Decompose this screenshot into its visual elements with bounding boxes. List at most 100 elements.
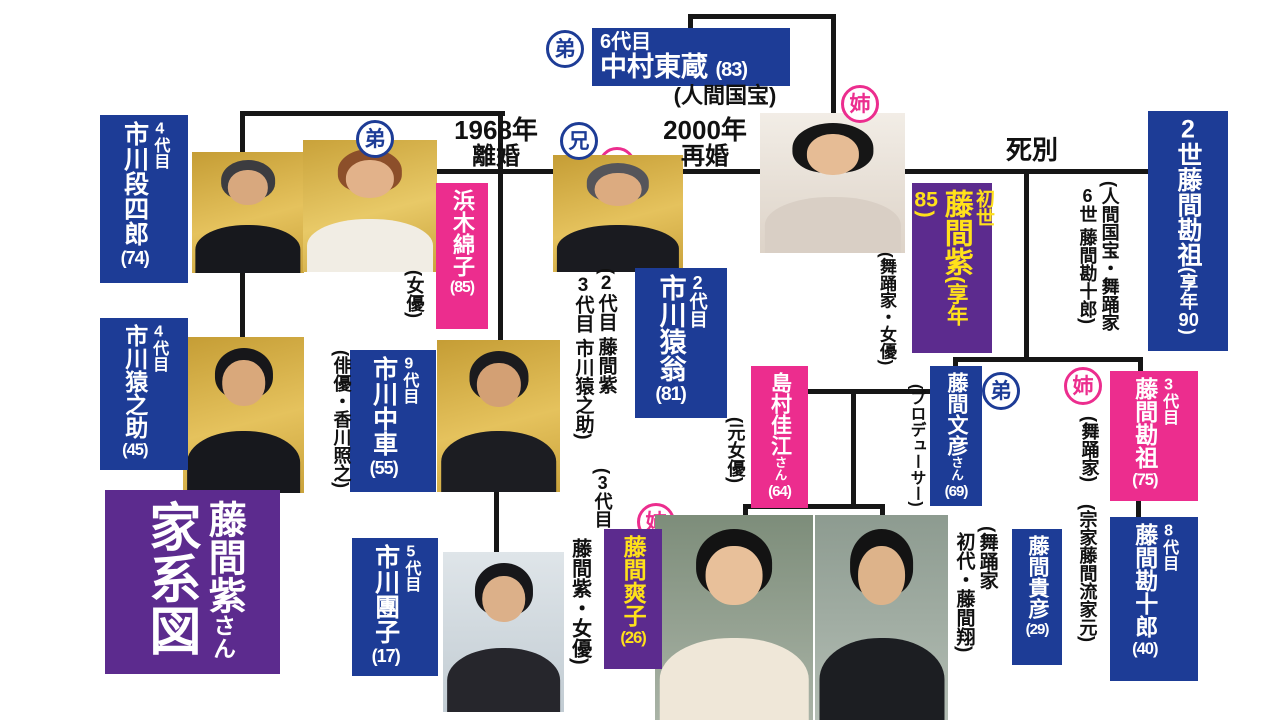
line-chusha-danko: [494, 489, 499, 553]
label-ichikawa-eno: 2代目 市川猿翁(81): [635, 268, 727, 418]
photo-ichikawa-danko: [443, 552, 564, 712]
label-fujima-takahiko: 藤間貴彦(29): [1012, 529, 1062, 665]
name-suffix: さん: [772, 456, 787, 482]
name-column: 市川中車(55): [369, 356, 399, 478]
age: (26): [620, 628, 646, 647]
name-column: 藤間文彦さん(69): [944, 372, 969, 501]
name-column: 藤間紫(享年85): [914, 189, 973, 327]
banner-subject-name: 藤間紫さん: [202, 500, 245, 660]
line-fumihiko-drop: [953, 357, 958, 369]
note-takahiko: (舞踊家 初代・藤間翔): [953, 526, 998, 653]
age: (享年90): [1178, 267, 1199, 335]
divorce-text: 1968年 離婚: [454, 115, 538, 171]
line-kanso3-kanjuro8: [1136, 497, 1141, 520]
era: 9代目: [400, 356, 418, 404]
note-hamaki: (女優): [404, 270, 425, 318]
line-tozo-drop: [688, 14, 693, 30]
name-column: 市川團子(17): [371, 544, 401, 666]
line-murasaki-children-drop: [1024, 169, 1029, 361]
note-kanso3-dancer: (舞踊家): [1079, 416, 1100, 482]
era: 4代目: [151, 121, 169, 169]
label-ichikawa-danshiro: 4代目 市川段四郎(74): [100, 115, 188, 283]
name: 中村東蔵 (83): [600, 52, 749, 82]
era: 8代目: [1160, 523, 1178, 571]
name-column: 藤間勘祖(75): [1131, 377, 1159, 489]
note-shimamura: (元女優): [725, 417, 746, 483]
label-ichikawa-ennosuke: 4代目 市川猿之助(45): [100, 318, 188, 470]
note-kanso3-head-family: (宗家藤間流家元): [1077, 504, 1098, 642]
badge-younger-brother-tozo: 弟: [546, 30, 584, 68]
photo-ichikawa-eno: [553, 155, 683, 272]
note-sawako-successor: (3代目 藤間紫・女優): [568, 468, 613, 665]
badge-older-brother-eno: 兄: [560, 122, 598, 160]
age: (40): [1132, 639, 1158, 658]
age: (83): [715, 59, 749, 81]
name-column: 2世藤間勘祖(享年90): [1174, 117, 1202, 335]
badge-older-sister-murasaki: 姉: [841, 85, 879, 123]
line-murasaki-drop: [831, 14, 836, 114]
label-ichikawa-danko: 5代目 市川團子(17): [352, 538, 438, 676]
photo-ichikawa-ennosuke: [183, 337, 304, 493]
age: (85): [449, 279, 475, 296]
era: 6代目: [600, 31, 652, 53]
label-shimamura-yoshie: 島村佳江さん(64): [751, 366, 808, 508]
photo-ichikawa-chusha: [437, 340, 560, 492]
label-fujima-kanso-2: 2世藤間勘祖(享年90): [1148, 111, 1228, 351]
label-nakamura-tozo: 6代目 中村東蔵 (83): [592, 28, 790, 86]
label-fujima-sawako: 藤間爽子(26): [604, 529, 662, 669]
label-fujima-murasaki: 初世 藤間紫(享年85): [912, 183, 995, 353]
age: (29): [1025, 621, 1050, 638]
line-danshiro-eno-sibling: [240, 111, 505, 116]
name-column: 市川猿之助(45): [121, 324, 149, 459]
line-fumihiko-kanso3-sibling: [953, 357, 1143, 362]
age: (69): [944, 483, 969, 501]
note-fumihiko: (プロデューサー): [907, 384, 925, 507]
era: 2代目: [687, 274, 708, 328]
line-sawako-takahiko-parent-drop: [851, 389, 856, 507]
banner-suffix: さん: [210, 614, 237, 660]
name-column: 浜木綿子(85): [449, 189, 475, 296]
name-column: 藤間爽子(26): [620, 535, 647, 647]
banner-title: 家系図: [140, 500, 199, 656]
line-danshiro-drop: [240, 111, 245, 153]
name-column: 島村佳江さん(64): [768, 372, 792, 501]
note-murasaki: (舞踊家・女優): [877, 252, 896, 366]
note-eno-former-names: (2代目 藤間紫 3代目 市川猿之助): [572, 268, 617, 440]
age: (45): [122, 440, 148, 459]
line-takahiko-drop: [880, 504, 885, 518]
photo-fujima-takahiko: [815, 515, 948, 720]
badge-younger-brother-danshiro: 弟: [356, 120, 394, 158]
era: 3代目: [1160, 377, 1178, 425]
note-tozo: (人間国宝): [673, 83, 777, 108]
label-fujima-fumihiko: 藤間文彦さん(69): [930, 366, 982, 506]
age: (74): [120, 248, 150, 268]
name-column: 藤間勘十郎(40): [1131, 523, 1159, 658]
era: 初世: [973, 189, 995, 227]
photo-ichikawa-danshiro: [192, 152, 304, 273]
badge-older-sister-kanso3: 姉: [1064, 367, 1102, 405]
remarry-text: 2000年 再婚: [663, 115, 747, 171]
line-chusha-parent-drop: [498, 111, 503, 341]
name-suffix: さん: [949, 456, 963, 482]
line-tozo-murasaki-top: [688, 14, 836, 19]
line-kanso3-drop: [1138, 357, 1143, 374]
label-fujima-kanjuro-8: 8代目 藤間勘十郎(40): [1110, 517, 1198, 681]
name-column: 藤間貴彦(29): [1025, 535, 1050, 638]
line-danshiro-ennosuke: [240, 270, 245, 340]
diagram-title-banner: 藤間紫さん 家系図: [105, 490, 280, 674]
age: (55): [369, 458, 399, 478]
photo-hamaki-yuko: [303, 140, 437, 272]
line-sawako-takahiko-sibling: [743, 504, 885, 509]
name-column: 市川猿翁(81): [655, 274, 687, 405]
badge-younger-brother-fumihiko: 弟: [982, 372, 1020, 410]
era: 5代目: [402, 544, 420, 592]
line-shimamura-fumihiko-marriage: [806, 389, 934, 394]
photo-fujima-murasaki: [760, 113, 905, 253]
line-divorce-marriage: [436, 169, 556, 174]
age: (81): [655, 383, 687, 405]
age: (17): [371, 646, 401, 666]
age: (75): [1132, 470, 1158, 489]
name-column: 市川段四郎(74): [120, 121, 150, 268]
age: (64): [768, 483, 792, 501]
